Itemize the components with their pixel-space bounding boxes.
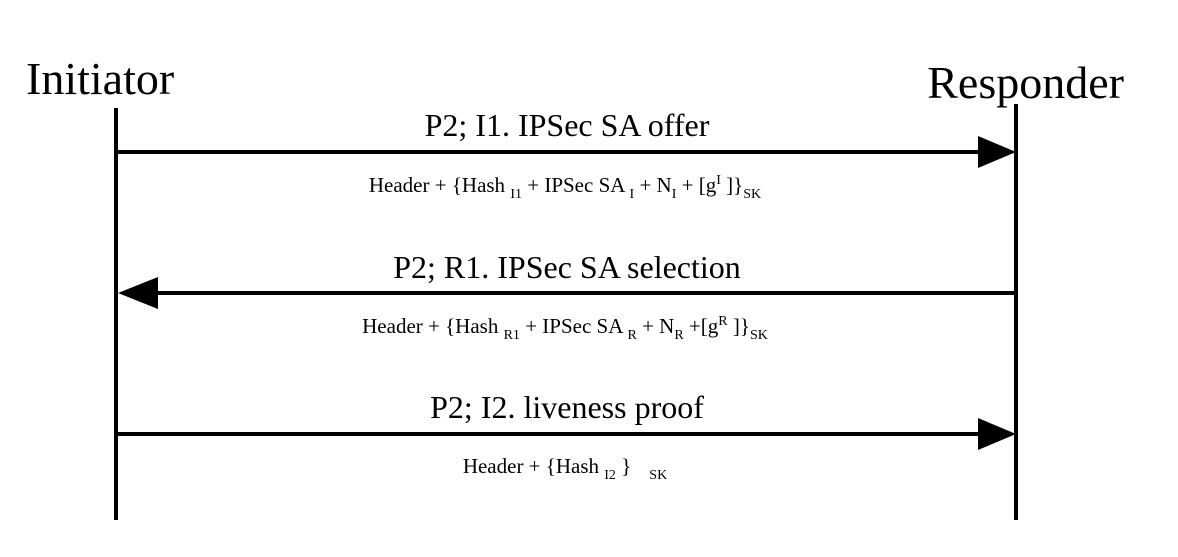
payload-g-close: ]} [726, 173, 744, 197]
payload-nonce: + N [639, 173, 672, 197]
message-1-payload: Header + {Hash I1 + IPSec SA I + NI + [g… [130, 173, 1000, 202]
hash-subscript: R1 [503, 328, 520, 343]
hash-subscript: I2 [604, 468, 616, 483]
g-superscript: I [716, 173, 721, 188]
initiator-lifeline [114, 108, 118, 520]
payload-header: Header + {Hash [462, 454, 600, 478]
g-superscript: R [718, 314, 728, 329]
key-subscript: SK [743, 187, 762, 202]
payload-nonce: + N [642, 314, 675, 338]
message-3-payload: Header + {Hash I2 } SK [130, 454, 1000, 483]
arrowhead-right-icon [978, 136, 1016, 168]
payload-ipsec-sa: + IPSec SA [527, 173, 625, 197]
nonce-subscript: R [674, 328, 684, 343]
arrowhead-right-icon [978, 418, 1016, 450]
hash-subscript: I1 [510, 187, 522, 202]
message-2-arrow [118, 277, 1016, 309]
key-subscript: SK [649, 468, 668, 483]
message-1-title: P2; I1. IPSec SA offer [424, 107, 710, 143]
message-3-arrow [116, 418, 1016, 450]
initiator-label: Initiator [26, 53, 175, 104]
payload-close: } [621, 454, 632, 478]
responder-lifeline [1014, 104, 1018, 520]
arrowhead-left-icon [118, 277, 158, 309]
payload-header: Header + {Hash [362, 314, 499, 338]
payload-g-close: ]} [732, 314, 750, 338]
nonce-subscript: I [671, 187, 677, 202]
payload-ipsec-sa: + IPSec SA [525, 314, 623, 338]
message-1-arrow [116, 136, 1016, 168]
message-2-title: P2; R1. IPSec SA selection [393, 249, 741, 285]
responder-label: Responder [927, 57, 1124, 108]
payload-g-open: + [g [681, 173, 717, 197]
payload-header: Header + {Hash [368, 173, 506, 197]
ipsec-sa-subscript: R [627, 328, 637, 343]
payload-g-open: +[g [688, 314, 719, 338]
message-2-payload: Header + {Hash R1 + IPSec SA R + NR +[gR… [130, 314, 1000, 343]
ipsec-sa-subscript: I [629, 187, 635, 202]
message-3-title: P2; I2. liveness proof [430, 389, 704, 425]
key-subscript: SK [749, 328, 768, 343]
